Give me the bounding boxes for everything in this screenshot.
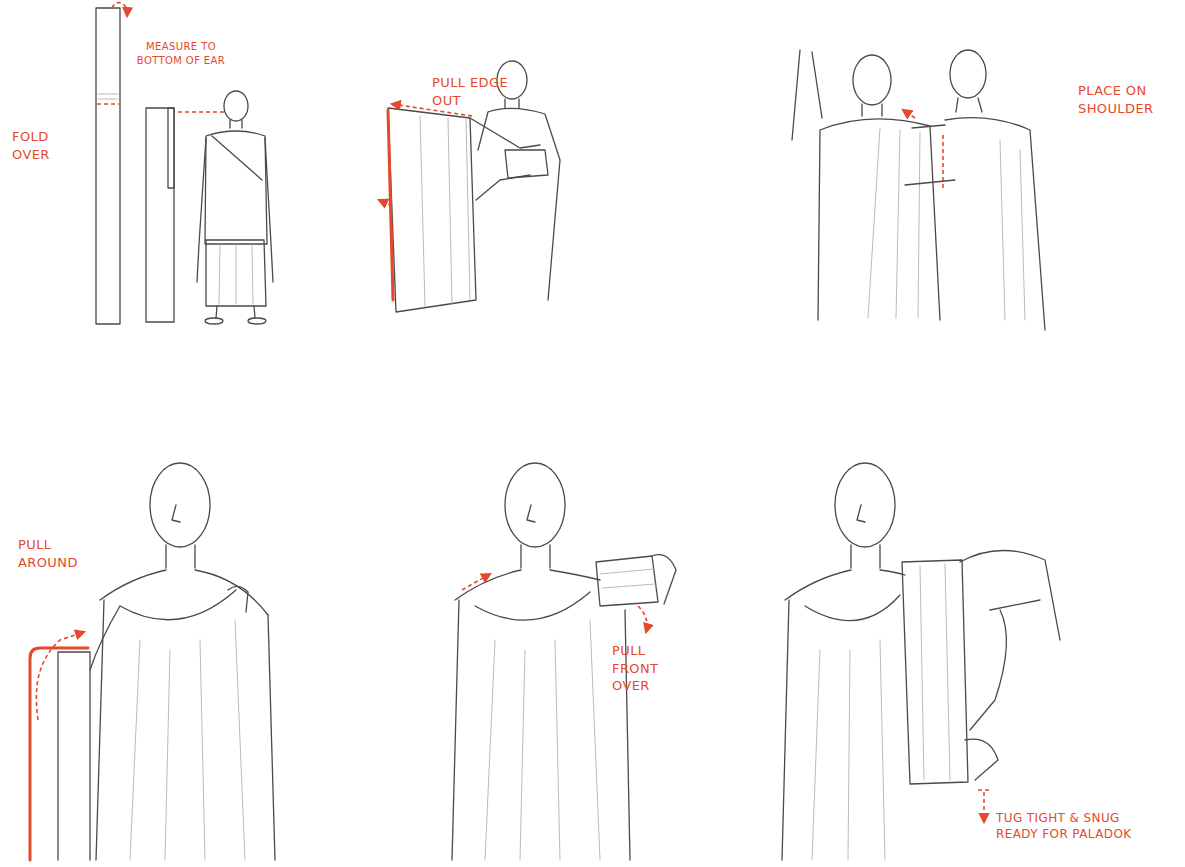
annotation-label: PLACE ON SHOULDER [1078,82,1176,117]
sketch-stroke [224,91,248,121]
sketch-stroke [942,135,944,190]
sketch-stroke [505,150,548,178]
sketch-stroke [956,98,982,112]
sketch-stroke [903,110,915,118]
sketch-stroke [475,592,590,620]
sketch-stroke [470,118,540,200]
step-fold-measure [96,3,273,324]
step-pull-edge [379,61,560,312]
annotation-label: PULL AROUND [18,536,88,571]
sketch-stroke [950,50,986,98]
sketch-stroke [835,463,895,547]
sketch-stroke [206,240,266,306]
sketch-stroke [527,505,535,522]
sketch-stroke [596,556,658,606]
sketch-stroke [212,136,262,180]
sketch-stroke [58,652,90,860]
sketch-stroke [90,606,120,670]
sketch-stroke [505,463,565,547]
sketch-stroke [902,560,968,784]
sketch-stroke [485,620,600,860]
sketch-stroke [96,600,275,860]
sketch-stroke [98,94,118,95]
sketch-stroke [30,648,88,860]
sketch-stroke [146,108,174,322]
step-pull-around [30,463,275,860]
annotation-label: TUG TIGHT & SNUG READY FOR PALADOK [996,810,1146,842]
sketch-stroke [983,792,985,822]
sketch-stroke [379,200,392,206]
sketch-stroke [228,586,248,612]
sketch-stroke [978,789,990,791]
annotation-label: PULL FRONT OVER [612,642,674,695]
sketch-stroke [862,104,882,116]
sketch-stroke [920,564,950,780]
sketch-stroke [130,620,245,860]
sketch-stroke [638,606,647,632]
sketch-stroke [521,545,550,568]
sketch-stroke [462,574,490,590]
sketch-stroke [1000,140,1025,320]
sketch-stroke [853,55,891,105]
sketch-stroke [600,569,656,588]
sketch-stroke [851,545,880,568]
sketch-stroke [652,555,676,604]
sketch-stroke [219,244,253,304]
sketch-stroke [812,640,885,860]
sketch-stroke [97,103,119,105]
sketch-stroke [205,131,267,244]
sketch-stroke [230,120,242,128]
sketch-stroke [857,505,865,522]
sketch-stroke [205,318,223,324]
sketch-stroke [782,600,789,860]
sketch-stroke [168,108,174,188]
sketch-stroke [36,632,84,720]
sketch-stroke [905,125,955,185]
sketch-stroke [98,99,118,100]
sketch-stroke [178,111,224,113]
sketch-stroke [216,306,255,318]
sketch-stroke [970,610,1006,730]
sketch-stroke [945,118,1045,330]
sketch-stroke [120,590,236,620]
sketch-stroke [112,3,127,16]
sketch-stroke [455,570,600,600]
sketch-stroke [805,595,900,621]
sketch-stroke [505,99,519,108]
sketch-stroke [420,116,470,306]
sketch-stroke [388,108,476,312]
sketch-stroke [960,550,1060,780]
step-place-shoulder [792,50,1045,330]
step-pull-front [452,463,676,860]
sketch-stroke [868,128,920,318]
step-tug-tight [782,463,1060,860]
sketch-stroke [248,318,266,324]
sketch-stroke [166,545,195,568]
annotation-label: MEASURE TO BOTTOM OF EAR [134,40,228,67]
sketch-stroke [96,8,120,324]
sketch-stroke [818,119,940,320]
annotation-label: FOLD OVER [12,128,64,163]
sketch-stroke [197,91,273,324]
sketch-stroke [172,505,180,522]
sketch-stroke [792,50,822,140]
sketch-stroke [478,108,560,300]
sketch-stroke [452,600,630,860]
annotation-label: PULL EDGE OUT [432,74,512,109]
sketch-stroke [150,463,210,547]
sketch-stroke [197,138,273,282]
sketch-stroke [785,570,905,600]
